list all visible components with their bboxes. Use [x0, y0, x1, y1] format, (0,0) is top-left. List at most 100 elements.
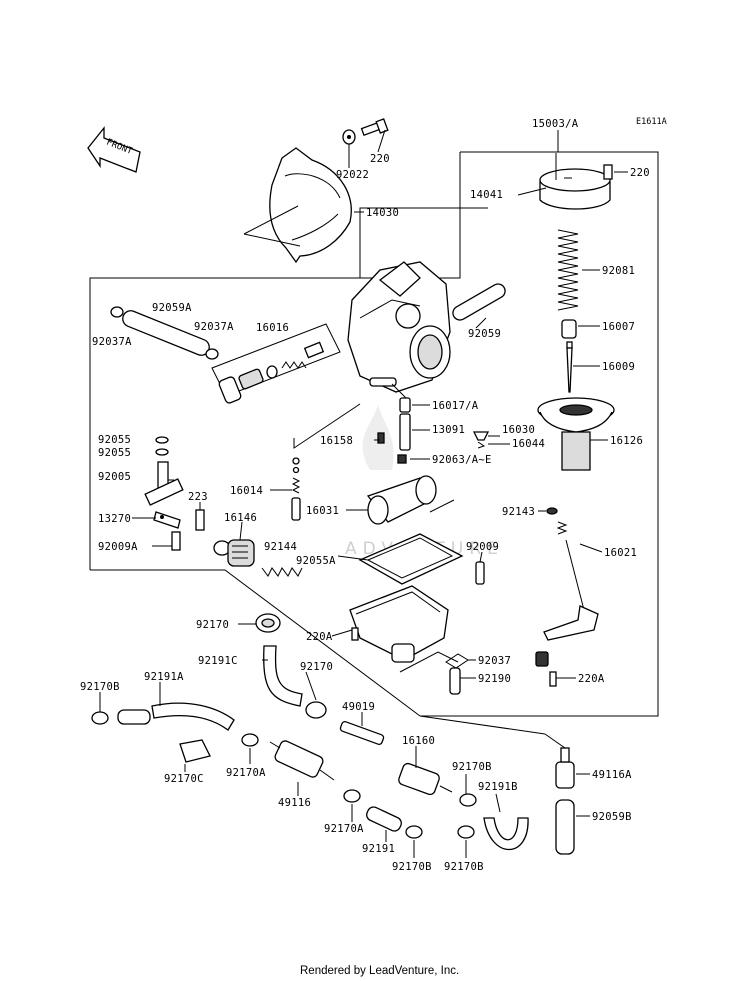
clamp-92170-icon: [255, 613, 281, 633]
label-92170B-b1: 92170B: [392, 861, 432, 873]
front-arrow-icon: FRONT: [87, 126, 141, 173]
label-92055-2: 92055: [98, 447, 131, 459]
clamp-92170B-left-icon: [91, 711, 109, 725]
label-92063AE: 92063/A~E: [432, 454, 492, 466]
label-92005: 92005: [98, 471, 131, 483]
label-223: 223: [188, 491, 208, 503]
label-16146: 16146: [224, 512, 257, 524]
label-92170-2: 92170: [300, 661, 333, 673]
pump-16146-icon: [213, 539, 255, 567]
vacuum-piston-16126-icon: [537, 397, 615, 471]
top-cap-14041-icon: [539, 153, 613, 210]
label-92170: 92170: [196, 619, 229, 631]
plug-16158-icon: [377, 432, 385, 444]
part-49019-icon: [339, 720, 385, 746]
label-92190: 92190: [478, 673, 511, 685]
hose-92191A-icon: [117, 702, 235, 731]
spring-92081-icon: [557, 229, 579, 311]
filter-16160-icon: [398, 762, 453, 796]
screw-16017A-icon: [399, 397, 411, 413]
label-92059B: 92059B: [592, 811, 632, 823]
bracket-13270-icon: [153, 511, 181, 529]
fuel-filter-49116-icon: [269, 740, 335, 781]
carburetor-body-icon: [347, 261, 451, 399]
label-16031: 16031: [306, 505, 339, 517]
part-labels: 15003/A 220 92022 14030 220 14041 92081 …: [80, 118, 650, 873]
label-220-cap: 220: [630, 167, 650, 179]
leader-lines: [99, 129, 628, 858]
screw-223-icon: [195, 509, 205, 531]
label-92055A: 92055A: [296, 555, 336, 567]
footer-credit: Rendered by LeadVenture, Inc.: [300, 965, 459, 977]
label-49116: 49116: [278, 797, 311, 809]
label-92143: 92143: [502, 506, 535, 518]
starter-plunger-16016-icon: [211, 323, 341, 404]
label-92009A: 92009A: [98, 541, 138, 553]
washer-92022-icon: [342, 129, 356, 145]
label-92059: 92059: [468, 328, 501, 340]
label-92022: 92022: [336, 169, 369, 181]
clamp-92170-2-icon: [305, 701, 327, 719]
screw-92009-icon: [475, 561, 485, 585]
intake-joint-16031-icon: [366, 475, 455, 525]
label-14041: 14041: [470, 189, 503, 201]
diagram-code: E1611A: [636, 117, 667, 127]
clamp-92170B-b2-icon: [457, 825, 475, 839]
gasket-92055A-icon: [358, 533, 464, 585]
clamp-92037A-left-icon: [110, 306, 124, 318]
label-92009: 92009: [466, 541, 499, 553]
label-16126: 16126: [610, 435, 643, 447]
label-16030: 16030: [502, 424, 535, 436]
label-16044: 16044: [512, 438, 545, 450]
label-92170B-left: 92170B: [80, 681, 120, 693]
label-16016: 16016: [256, 322, 289, 334]
hose-92059B-icon: [555, 799, 575, 855]
label-92170B-b2: 92170B: [444, 861, 484, 873]
pin-92190-icon: [399, 651, 461, 695]
label-92059A: 92059A: [152, 302, 192, 314]
washer-92055-2-icon: [155, 448, 169, 456]
label-92170C: 92170C: [164, 773, 204, 785]
jet-needle-16009-icon: [566, 341, 573, 393]
cover-14030-icon: [243, 147, 364, 264]
label-220A-link: 220A: [578, 673, 605, 685]
label-220-top: 220: [370, 153, 390, 165]
tube-13091-icon: [399, 413, 411, 451]
clip-92143-icon: [546, 507, 558, 515]
clamp-92170B-mid-icon: [459, 793, 477, 807]
label-92191A: 92191A: [144, 671, 184, 683]
holder-16007-icon: [561, 319, 577, 339]
assembly-outline: [89, 151, 659, 717]
label-14030: 14030: [366, 207, 399, 219]
spring-92144-icon: [261, 567, 303, 577]
label-15003A: 15003/A: [532, 118, 579, 130]
part-49116A-icon: [555, 747, 575, 789]
clamp-92170A-2-icon: [343, 789, 361, 803]
label-92170A-2: 92170A: [324, 823, 364, 835]
label-13091: 13091: [432, 424, 465, 436]
label-16158: 16158: [320, 435, 353, 447]
clamp-92170B-b1-icon: [405, 825, 423, 839]
hose-92059-icon: [452, 283, 506, 321]
label-16021: 16021: [604, 547, 637, 559]
hose-92191C-icon: [263, 645, 303, 707]
clamp-92170A-1-icon: [241, 733, 259, 747]
label-13270: 13270: [98, 513, 131, 525]
label-92055-1: 92055: [98, 434, 131, 446]
label-220A-body: 220A: [306, 631, 333, 643]
label-92191B: 92191B: [478, 781, 518, 793]
clip-16044-icon: [477, 441, 486, 449]
label-92144: 92144: [264, 541, 297, 553]
screw-92009A-icon: [171, 531, 181, 551]
label-92037A: 92037A: [194, 321, 234, 333]
label-16017A: 16017/A: [432, 400, 479, 412]
label-16007: 16007: [602, 321, 635, 333]
label-92037: 92037: [478, 655, 511, 667]
washer-92055-1-icon: [155, 436, 169, 444]
hose-92191-icon: [366, 806, 402, 832]
clip-92170C-icon: [179, 739, 211, 763]
label-49019: 49019: [342, 701, 375, 713]
needle-jet-16030-icon: [472, 431, 490, 441]
throttle-link-16021-icon: [535, 521, 599, 687]
bolt-220-icon: [360, 118, 389, 137]
